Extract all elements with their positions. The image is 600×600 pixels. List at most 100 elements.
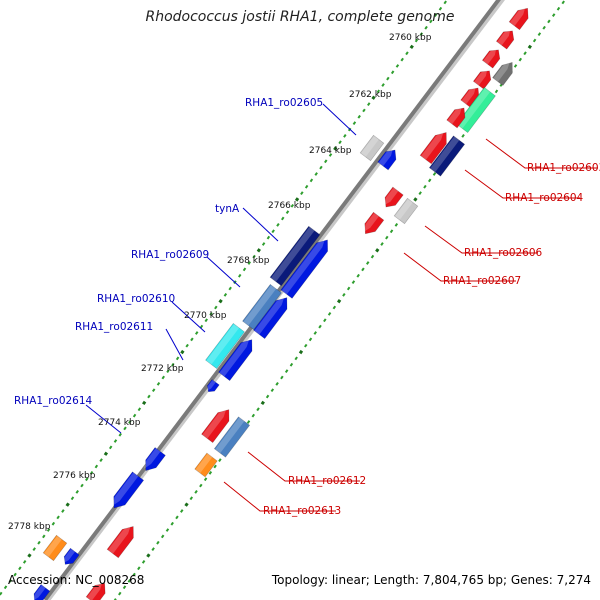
- scale-label: 2776 kbp: [53, 471, 96, 481]
- ruler-tick: [170, 521, 174, 526]
- ruler-tick: [80, 483, 84, 488]
- leader-line: [485, 138, 598, 169]
- gene-red: [201, 407, 230, 444]
- ruler-tick: [171, 362, 175, 367]
- gene-red: [481, 48, 501, 69]
- ruler-tick: [352, 121, 357, 126]
- ruler-tick: [190, 337, 194, 342]
- gene-label: RHA1_ro02609: [131, 249, 209, 261]
- ruler-tick: [18, 566, 22, 571]
- ruler-tick: [22, 559, 27, 564]
- ruler-tick: [260, 400, 265, 406]
- gene-features: [32, 6, 529, 600]
- leader-line: [464, 169, 580, 199]
- ruler-tick: [385, 235, 389, 240]
- gene-lightgrey: [359, 134, 385, 162]
- ruler-tick: [261, 242, 266, 246]
- leader-line: [171, 301, 206, 333]
- gene-blue: [377, 148, 397, 171]
- accession-label: Accession: NC_008268: [8, 573, 145, 587]
- ruler-tick: [424, 25, 428, 30]
- gene-label: RHA1_ro02611: [75, 321, 153, 333]
- ruler-tick: [294, 356, 298, 361]
- ruler-tick: [338, 140, 342, 145]
- ruler-tick: [423, 184, 427, 189]
- leader-line: [242, 207, 279, 242]
- ruler-tick: [122, 585, 127, 590]
- ruler-right: [113, 0, 565, 600]
- ruler-tick: [65, 502, 70, 507]
- gene-red: [495, 29, 515, 50]
- ruler-tick: [418, 191, 422, 195]
- ruler-tick: [132, 413, 137, 418]
- ruler-tick: [461, 134, 465, 138]
- gene-blue: [280, 238, 328, 299]
- ruler-tick: [194, 490, 198, 494]
- ruler-tick: [246, 420, 251, 424]
- ruler-tick: [146, 553, 151, 558]
- ruler-tick: [61, 509, 65, 513]
- ruler-tick: [27, 553, 32, 558]
- gene-red: [383, 186, 404, 208]
- gene-grey: [492, 60, 513, 86]
- ruler-tick: [319, 165, 323, 170]
- ruler-tick: [180, 509, 184, 513]
- ruler-tick: [380, 242, 384, 246]
- ruler-tick: [113, 439, 118, 443]
- ruler-tick: [208, 470, 213, 475]
- ruler-tick: [156, 381, 161, 386]
- gene-red: [85, 581, 106, 600]
- ruler-tick: [189, 496, 194, 501]
- ruler-tick: [494, 89, 499, 94]
- ruler-tick: [294, 197, 300, 202]
- ruler-tick: [537, 32, 542, 37]
- leader-line: [424, 225, 538, 254]
- ruler-tick: [513, 64, 518, 68]
- ruler-tick: [532, 38, 537, 43]
- gene-label: tynA: [215, 203, 240, 215]
- gene-blue: [206, 379, 220, 393]
- gene-green: [456, 87, 496, 133]
- ruler-tick: [99, 458, 103, 462]
- gene-lightgrey: [393, 197, 419, 225]
- leader-line: [322, 103, 357, 136]
- gene-darkblue: [428, 135, 466, 177]
- ruler-tick: [137, 566, 141, 571]
- gene-label: RHA1_ro02607: [443, 275, 521, 287]
- scale-label: 2778 kbp: [8, 522, 51, 532]
- ruler-tick: [256, 407, 260, 412]
- ruler-tick: [175, 515, 179, 520]
- ruler-tick: [184, 502, 189, 507]
- ruler-tick: [142, 400, 147, 406]
- ruler-tick: [304, 343, 308, 348]
- gene-steelblue: [213, 416, 251, 458]
- ruler-tick: [300, 191, 304, 195]
- gene-label: RHA1_ro02605: [245, 97, 323, 109]
- ruler-tick: [367, 102, 371, 106]
- ruler-tick: [209, 312, 213, 316]
- gene-label: RHA1_ro02614: [14, 395, 93, 407]
- ruler-tick: [405, 51, 409, 56]
- ruler-tick: [199, 483, 203, 488]
- ruler-tick: [247, 261, 252, 265]
- ruler-tick: [318, 324, 322, 329]
- scale-label: 2768 kbp: [227, 256, 270, 266]
- ruler-tick: [165, 528, 170, 532]
- ruler-tick: [8, 579, 13, 583]
- scale-label: 2760 kbp: [389, 33, 432, 43]
- gene-red: [363, 211, 385, 235]
- scale-label: 2764 kbp: [309, 146, 352, 156]
- gene-orange: [42, 534, 68, 562]
- ruler-tick: [103, 451, 109, 456]
- gene-steelblue: [242, 284, 282, 330]
- ruler-tick: [266, 235, 271, 240]
- ruler-tick: [37, 540, 41, 545]
- gene-label: RHA1_ro02603: [527, 162, 600, 174]
- ruler-tick: [304, 184, 309, 189]
- ruler-tick: [313, 331, 317, 335]
- gene-label: RHA1_ro02604: [505, 192, 584, 204]
- ruler-tick: [308, 337, 313, 342]
- gene-blue: [253, 295, 288, 339]
- gene-blue: [111, 471, 145, 509]
